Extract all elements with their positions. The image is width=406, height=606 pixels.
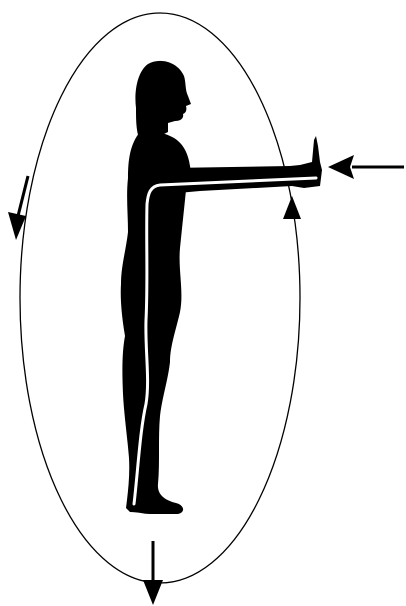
upward-arrow-hand xyxy=(283,196,301,219)
push-arrow-right xyxy=(328,155,404,179)
human-silhouette xyxy=(121,61,322,514)
downward-arrow-left xyxy=(8,176,28,240)
downward-arrow-bottom xyxy=(143,541,163,605)
